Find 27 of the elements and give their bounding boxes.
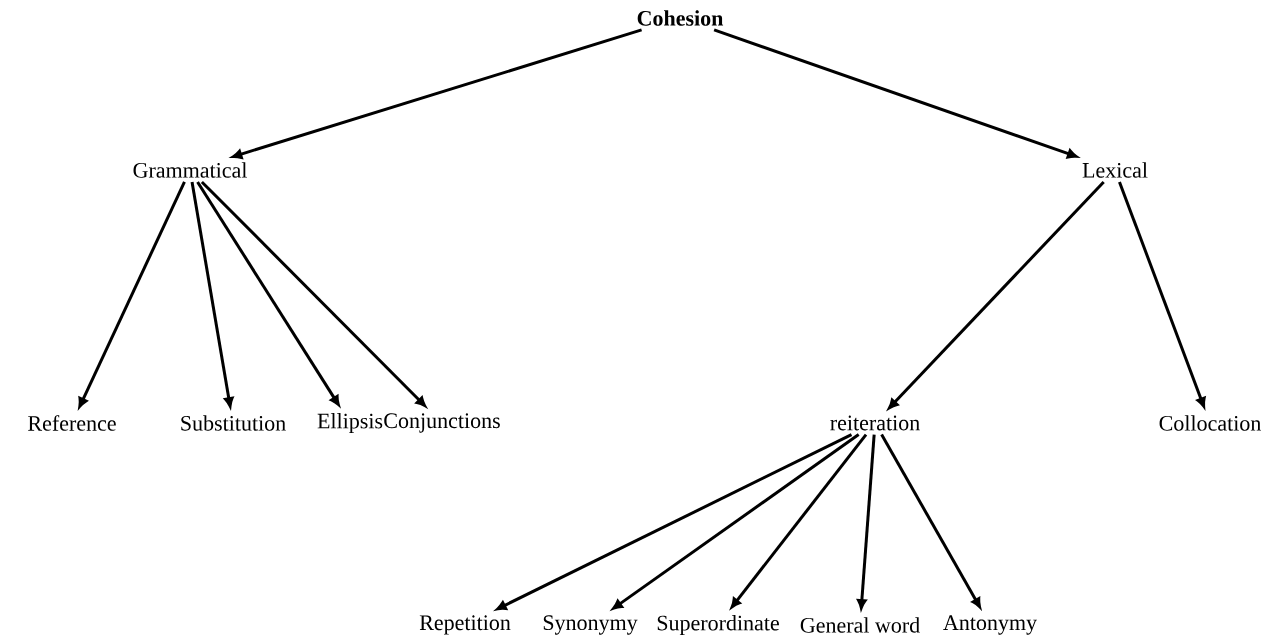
arrow — [196, 181, 340, 406]
arrow — [888, 180, 1105, 410]
node-label: Cohesion — [637, 10, 724, 26]
arrow — [713, 28, 1078, 159]
arrow — [496, 433, 853, 611]
node-label: Ellipsis — [317, 413, 383, 433]
arrow — [730, 433, 868, 609]
node-label: General word — [800, 617, 920, 633]
node-label: Superordinate — [657, 615, 779, 635]
arrow — [78, 181, 186, 408]
arrow — [1118, 181, 1206, 408]
node-label: Substitution — [181, 415, 286, 431]
node-label: reiteration — [830, 415, 920, 431]
arrow — [857, 434, 876, 610]
node-label: Collocation — [1159, 415, 1261, 431]
node-label: Synonymy — [543, 615, 638, 635]
arrow — [880, 433, 981, 609]
node-label: Reference — [28, 415, 116, 431]
node-label: Grammatical — [133, 162, 247, 178]
node-label: Lexical — [1082, 162, 1148, 178]
node-label: Antonymy — [943, 615, 1037, 635]
arrow — [231, 28, 643, 159]
node-label: Conjunctions — [384, 413, 500, 433]
arrow — [200, 180, 427, 407]
arrow — [190, 181, 234, 408]
node-label: Repetition — [419, 615, 511, 635]
arrow — [612, 433, 860, 610]
